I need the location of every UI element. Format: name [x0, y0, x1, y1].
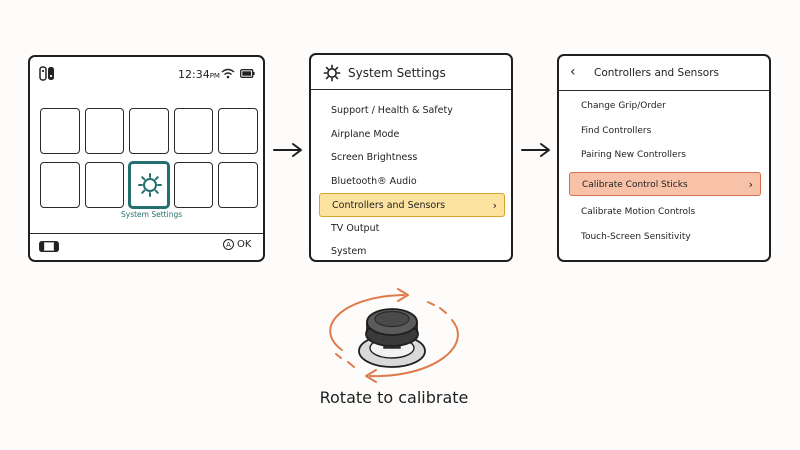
menu-item-label: Screen Brightness: [331, 152, 418, 163]
menu-item-label: Calibrate Motion Controls: [581, 207, 696, 217]
menu-item-support[interactable]: Support / Health & Safety: [319, 99, 505, 123]
app-tile[interactable]: [173, 162, 213, 208]
controllers-header: ‹ Controllers and Sensors: [559, 56, 769, 91]
wifi-icon: [221, 68, 235, 79]
clock: 12:34PM: [178, 68, 220, 81]
home-status-bar: 12:34PM: [30, 57, 263, 91]
battery-icon: [240, 69, 255, 78]
menu-item-label: Bluetooth® Audio: [331, 175, 417, 187]
menu-item-label: TV Output: [331, 222, 380, 234]
menu-item-bluetooth-audio[interactable]: Bluetooth® Audio: [319, 170, 505, 194]
home-footer-divider: [30, 233, 263, 234]
chevron-right-icon: ›: [748, 177, 753, 191]
menu-item-label: Find Controllers: [581, 125, 652, 136]
control-stick-rotate-icon: [329, 288, 459, 383]
back-chevron-icon[interactable]: ‹: [570, 64, 576, 80]
arrow-right-icon: [273, 143, 302, 157]
arrow-right-icon: [521, 143, 550, 157]
switch-logo-icon: [39, 66, 54, 81]
system-settings-screen: System Settings Support / Health & Safet…: [309, 53, 513, 262]
home-screen: 12:34PM: [28, 55, 265, 262]
ok-label: OK: [237, 239, 252, 250]
app-tile[interactable]: [84, 162, 124, 208]
system-settings-tile[interactable]: [129, 162, 169, 208]
app-tile-grid: [40, 108, 258, 208]
page-title: System Settings: [348, 66, 446, 80]
menu-item-calibrate-motion-controls[interactable]: Calibrate Motion Controls: [569, 200, 761, 225]
controller-icon: [39, 241, 59, 252]
menu-item-label: System: [331, 246, 367, 257]
app-tile[interactable]: [129, 108, 169, 154]
controllers-and-sensors-screen: ‹ Controllers and Sensors Change Grip/Or…: [557, 54, 771, 262]
gear-icon: [138, 173, 162, 197]
menu-item-find-controllers[interactable]: Find Controllers: [569, 119, 761, 144]
settings-menu: Support / Health & Safety Airplane Mode …: [319, 99, 505, 264]
menu-item-touch-screen-sensitivity[interactable]: Touch-Screen Sensitivity: [569, 225, 761, 250]
menu-item-label: Calibrate Control Sticks: [582, 179, 688, 190]
page-title: Controllers and Sensors: [594, 67, 720, 79]
menu-item-label: Airplane Mode: [331, 128, 400, 140]
settings-header: System Settings: [311, 55, 511, 90]
menu-item-controllers-and-sensors[interactable]: Controllers and Sensors ›: [319, 193, 505, 217]
a-button-icon: A: [223, 239, 234, 250]
menu-item-tv-output[interactable]: TV Output: [319, 217, 505, 241]
app-tile[interactable]: [218, 162, 258, 208]
gear-icon: [323, 64, 341, 82]
menu-item-label: Support / Health & Safety: [331, 105, 453, 116]
menu-item-label: Touch-Screen Sensitivity: [581, 231, 691, 242]
menu-item-calibrate-control-sticks[interactable]: Calibrate Control Sticks ›: [569, 171, 761, 196]
app-tile[interactable]: [218, 108, 258, 154]
app-tile[interactable]: [84, 108, 124, 154]
chevron-right-icon: ›: [492, 199, 497, 212]
menu-item-screen-brightness[interactable]: Screen Brightness: [319, 146, 505, 170]
app-tile[interactable]: [173, 108, 213, 154]
menu-item-system[interactable]: System: [319, 240, 505, 264]
menu-item-label: Pairing New Controllers: [581, 150, 686, 160]
controllers-menu: Change Grip/Order Find Controllers Pairi…: [569, 94, 761, 249]
illustration-caption: Rotate to calibrate: [319, 388, 469, 407]
menu-item-change-grip-order[interactable]: Change Grip/Order: [569, 94, 761, 119]
ok-hint[interactable]: A OK: [223, 239, 251, 250]
menu-item-label: Change Grip/Order: [581, 101, 666, 111]
menu-item-airplane-mode[interactable]: Airplane Mode: [319, 123, 505, 147]
app-tile[interactable]: [40, 108, 80, 154]
app-tile[interactable]: [40, 162, 80, 208]
selected-tile-label: System Settings: [121, 210, 183, 219]
menu-item-label: Controllers and Sensors: [332, 200, 446, 211]
menu-item-pairing-new-controllers[interactable]: Pairing New Controllers: [569, 143, 761, 168]
